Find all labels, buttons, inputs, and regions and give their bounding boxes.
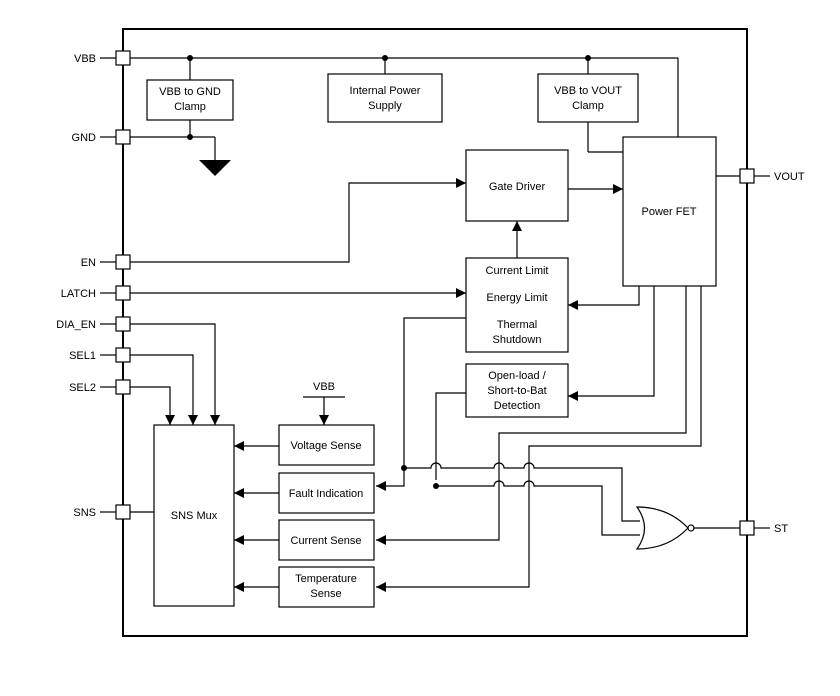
svg-text:Current Sense: Current Sense [291,535,362,547]
pin-vbb-label: VBB [74,53,96,65]
pin-vout-square [739,168,755,184]
pin-sel2-square [115,379,131,395]
internal-power-supply-block: Internal Power Supply [327,73,443,123]
pin-en-label: EN [81,257,96,269]
pin-vbb-square [115,50,131,66]
wires [100,57,770,592]
current-limit-label: Current Limit [486,265,549,277]
pin-vout-label: VOUT [774,171,805,183]
current-sense-block: Current Sense [278,519,375,561]
svg-text:Clamp: Clamp [174,101,206,113]
svg-text:Clamp: Clamp [572,100,604,112]
sns-mux-block: SNS Mux [153,424,235,607]
gate-driver-block: Gate Driver [465,149,569,222]
pin-gnd-square [115,129,131,145]
pin-squares [115,50,755,536]
thermal-shutdown-label-1: Thermal [497,319,537,331]
pin-dia-en-square [115,316,131,332]
openload-detection-block: Open-load / Short-to-Bat Detection [465,363,569,418]
vbb-gnd-clamp-block: VBB to GND Clamp [146,79,234,121]
pin-dia-en-label: DIA_EN [56,319,96,331]
svg-text:Open-load /: Open-load / [488,370,546,382]
device-boundary [122,28,748,637]
pin-gnd-label: GND [72,132,97,144]
pin-latch-label: LATCH [61,288,96,300]
temperature-sense-block: Temperature Sense [278,566,375,608]
svg-text:SNS Mux: SNS Mux [171,510,218,522]
nor-gate-icon [635,506,695,550]
svg-text:Voltage Sense: Voltage Sense [291,440,362,452]
pin-st-label: ST [774,523,788,535]
svg-text:VBB to GND: VBB to GND [159,86,221,98]
voltage-sense-vbb-ref-label: VBB [313,381,335,393]
svg-text:VBB to VOUT: VBB to VOUT [554,85,622,97]
pin-sel1-square [115,347,131,363]
voltage-sense-block: Voltage Sense [278,424,375,466]
svg-text:Detection: Detection [494,400,540,412]
vbb-vout-clamp-block: VBB to VOUT Clamp [537,73,639,123]
svg-text:Temperature: Temperature [295,573,357,585]
power-fet-block: Power FET [622,136,717,287]
pin-labels: VBB GND EN LATCH DIA_EN SEL1 SEL2 SNS VO… [56,53,805,535]
svg-text:Fault Indication: Fault Indication [289,488,364,500]
svg-text:Sense: Sense [310,588,341,600]
junctions [187,55,591,489]
protection-block: Current Limit Energy Limit Thermal Shutd… [465,257,569,353]
pin-sel1-label: SEL1 [69,350,96,362]
svg-text:Power FET: Power FET [641,206,696,218]
pin-sns-label: SNS [73,507,96,519]
pin-sel2-label: SEL2 [69,382,96,394]
svg-text:Supply: Supply [368,100,402,112]
ground-symbol-icon [199,160,231,176]
pin-en-square [115,254,131,270]
fault-indication-block: Fault Indication [278,472,375,514]
energy-limit-label: Energy Limit [486,292,547,304]
pin-sns-square [115,504,131,520]
svg-text:Internal Power: Internal Power [350,85,421,97]
pin-latch-square [115,285,131,301]
pin-st-square [739,520,755,536]
svg-text:Gate Driver: Gate Driver [489,181,546,193]
svg-text:Short-to-Bat: Short-to-Bat [487,385,546,397]
thermal-shutdown-label-2: Shutdown [493,334,542,346]
